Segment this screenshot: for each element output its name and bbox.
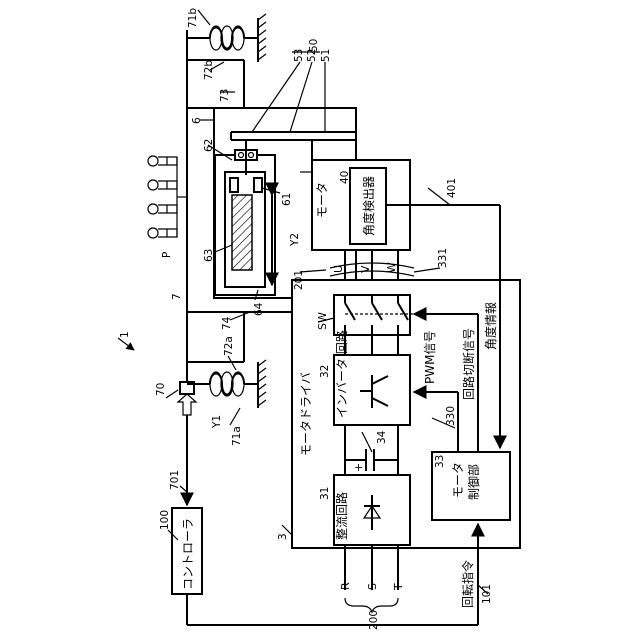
rectifier-label: 整流回路	[334, 492, 349, 540]
label-driver-ref: 3	[277, 533, 289, 540]
label-ref-p: P	[161, 252, 173, 258]
motor-control-label-2: 制御部	[466, 464, 481, 500]
label-ref-331: 331	[437, 248, 449, 268]
label-ref-63: 63	[203, 249, 215, 262]
persons-p	[148, 156, 187, 238]
label-phase-s: S	[366, 583, 379, 590]
label-ref-701: 701	[169, 470, 181, 490]
label-phase-v: V	[359, 265, 372, 273]
label-ref-51: 51	[320, 49, 332, 62]
label-ref-53: 53	[293, 49, 305, 62]
label-phase-r: R	[339, 582, 352, 590]
label-ref-62: 62	[203, 139, 215, 152]
label-ref-7: 7	[171, 293, 183, 300]
circuit-cut-label: 回路切断信号	[461, 328, 476, 400]
pwm-signal-label: PWM信号	[423, 331, 437, 384]
label-ref-72b: 72b	[203, 60, 215, 80]
label-phase-t: T	[392, 583, 405, 591]
driver-label: モータドライバ	[299, 372, 313, 456]
label-phase-w: W	[385, 262, 398, 273]
angle-detector-label: 角度検出器	[361, 176, 376, 236]
label-ref-70: 70	[155, 383, 167, 396]
inverter-label: インバータ 回路	[334, 330, 349, 418]
label-ref-72a: 72a	[223, 336, 235, 356]
label-ref-6: 6	[191, 117, 203, 124]
label-ref-34: 34	[376, 430, 388, 444]
label-ref-71a: 71a	[231, 426, 243, 446]
motor-label: モータ	[315, 182, 329, 218]
label-ref-330: 330	[445, 406, 457, 426]
label-ref-71b: 71b	[187, 8, 199, 28]
label-controller-ref: 100	[159, 510, 171, 530]
switch-sw	[334, 295, 420, 335]
label-ref-32: 32	[319, 365, 331, 378]
label-ref-31: 31	[319, 487, 331, 500]
sw-label: SW	[316, 312, 329, 330]
capacitor-plus: +	[352, 463, 365, 472]
label-ref-y2: Y2	[289, 233, 301, 247]
label-ref-73: 73	[219, 89, 231, 102]
connector-70	[178, 382, 196, 415]
label-ref-74: 74	[221, 316, 233, 330]
label-ref-y1: Y1	[211, 415, 223, 429]
label-phase-u: U	[332, 265, 345, 273]
label-ref-201: 201	[293, 270, 305, 290]
motor-control-label-1: モータ	[451, 462, 465, 498]
label-ref-33: 33	[434, 455, 446, 468]
label-ref-64: 64	[253, 302, 265, 316]
label-power-ref: 200	[368, 610, 380, 630]
label-ref-40: 40	[339, 171, 351, 184]
system-ref-arrow	[118, 338, 134, 350]
label-ref-61: 61	[281, 193, 293, 206]
angle-info-label: 角度情報	[483, 302, 498, 350]
label-system-ref: 1	[119, 331, 131, 338]
label-ref-50: 50	[308, 39, 320, 52]
rotation-command-label: 回転指令	[460, 560, 475, 608]
rst-lines	[345, 545, 398, 612]
reciprocating-unit	[215, 140, 275, 295]
controller-label: コントローラ	[181, 518, 195, 590]
label-ref-401: 401	[446, 178, 458, 198]
label-ref-101: 101	[481, 584, 493, 604]
